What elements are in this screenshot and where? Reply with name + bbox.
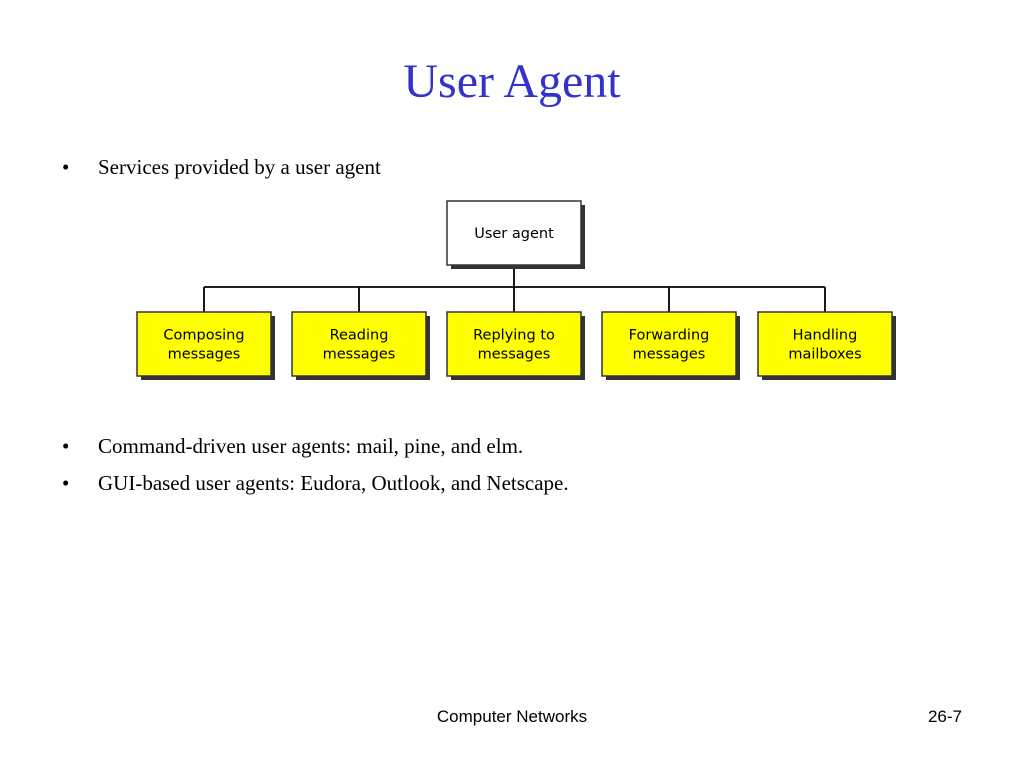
- box-label: mailboxes: [788, 347, 861, 363]
- box-shadow: [451, 205, 585, 269]
- footer-page-number: 26-7: [927, 707, 962, 726]
- box-label: Composing: [163, 328, 244, 344]
- box-fill: [757, 311, 893, 377]
- bullet-marker: •: [62, 434, 70, 458]
- box-label: Forwarding: [629, 328, 710, 344]
- box-shadow: [606, 316, 740, 380]
- handling-mailboxes-box: Handling mailboxes: [757, 311, 896, 380]
- box-label: Handling: [793, 328, 858, 344]
- bullet-marker: •: [62, 155, 70, 179]
- box-fill: [291, 311, 427, 377]
- box-label: User agent: [474, 226, 554, 242]
- bullet-text: Services provided by a user agent: [98, 155, 381, 179]
- box-shadow: [141, 316, 275, 380]
- bullet-item-command-driven: • Command-driven user agents: mail, pine,…: [62, 433, 523, 459]
- forwarding-messages-box: Forwarding messages: [601, 311, 740, 380]
- bullet-item-gui-based: • GUI-based user agents: Eudora, Outlook,…: [62, 470, 569, 496]
- replying-messages-box: Replying to messages: [446, 311, 585, 380]
- box-label: messages: [633, 347, 706, 363]
- box-label: messages: [323, 347, 396, 363]
- root-box-user-agent: User agent: [446, 200, 585, 269]
- bullet-text: GUI-based user agents: Eudora, Outlook, …: [98, 471, 569, 495]
- composing-messages-box: Composing messages: [136, 311, 275, 380]
- box-fill: [446, 311, 582, 377]
- box-label: messages: [168, 347, 241, 363]
- box-label: Replying to: [473, 328, 555, 344]
- bullet-text: Command-driven user agents: mail, pine, …: [98, 434, 524, 458]
- footer-course-title: Computer Networks: [436, 707, 588, 726]
- box-fill: [446, 200, 582, 266]
- bullet-marker: •: [62, 471, 70, 495]
- box-shadow: [296, 316, 430, 380]
- box-shadow: [762, 316, 896, 380]
- box-label: Reading: [330, 328, 389, 344]
- slide-title: User Agent: [403, 55, 621, 108]
- bullet-item-services: • Services provided by a user agent: [62, 154, 381, 180]
- box-fill: [136, 311, 272, 377]
- reading-messages-box: Reading messages: [291, 311, 430, 380]
- box-shadow: [451, 316, 585, 380]
- box-fill: [601, 311, 737, 377]
- connector-lines: [203, 266, 826, 312]
- box-label: messages: [478, 347, 551, 363]
